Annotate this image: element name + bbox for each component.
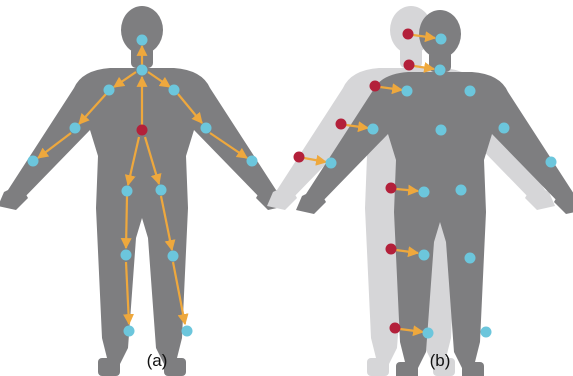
caption-a: (a) (147, 351, 168, 370)
joint-left-shoulder (104, 85, 115, 96)
root-joint (137, 125, 148, 136)
joint-right-hip (156, 185, 167, 196)
joint-right-wrist (546, 157, 557, 168)
joint-right-elbow (201, 123, 212, 134)
joint-right-elbow (499, 123, 510, 134)
joint-left-elbow (70, 123, 81, 134)
joint-left-hip (419, 187, 430, 198)
joint-right-ankle (182, 326, 193, 337)
offset-point-ankle (390, 323, 401, 334)
offset-point-wrist (294, 152, 305, 163)
panel-a: (a) (0, 6, 286, 376)
joint-right-shoulder (169, 85, 180, 96)
joint-head (436, 34, 447, 45)
joint-left-wrist (326, 158, 337, 169)
joint-neck (435, 65, 446, 76)
joint-right-hip (456, 185, 467, 196)
joint-left-wrist (28, 156, 39, 167)
joint-torso (436, 125, 447, 136)
joint-left-knee (419, 250, 430, 261)
joint-right-shoulder (465, 86, 476, 97)
joint-right-ankle (481, 327, 492, 338)
offset-point-shoulder (370, 81, 381, 92)
joint-left-knee (121, 250, 132, 261)
joint-head (137, 35, 148, 46)
joint-right-knee (465, 253, 476, 264)
joint-right-knee (168, 251, 179, 262)
joint-left-ankle (124, 326, 135, 337)
caption-b: (b) (430, 351, 451, 370)
offset-point-neck (404, 60, 415, 71)
joint-left-elbow (368, 124, 379, 135)
joint-left-hip (122, 186, 133, 197)
joint-left-ankle (423, 328, 434, 339)
joint-left-shoulder (402, 86, 413, 97)
offset-point-hip (386, 183, 397, 194)
joint-neck (137, 65, 148, 76)
offset-point-head (403, 29, 414, 40)
offset-point-elbow (336, 119, 347, 130)
offset-point-knee (386, 244, 397, 255)
joint-right-wrist (247, 156, 258, 167)
bone-lhip-lknee (126, 196, 127, 248)
panel-b: (b) (267, 6, 573, 376)
